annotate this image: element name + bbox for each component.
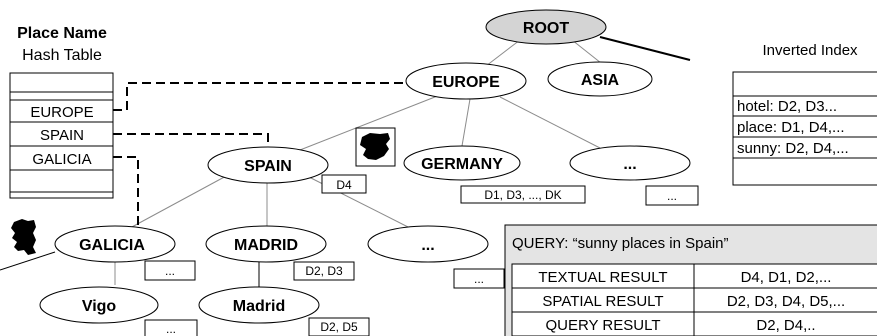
node-madrid-region: MADRID [205, 225, 327, 263]
doc-box-spain: D4 [321, 174, 367, 194]
doc-box-vigo-label: ... [166, 322, 176, 336]
node-root: ROOT [485, 9, 607, 45]
hash-row-0 [9, 72, 114, 93]
doc-box-germany: D1, D3, ..., DK [460, 185, 586, 204]
node-europe-more: ... [569, 145, 691, 181]
hash-table-title-line2: Hash Table [22, 47, 102, 64]
node-europe: EUROPE [405, 62, 527, 100]
hash-cell-spain: SPAIN [40, 127, 84, 144]
hash-row-1 [9, 91, 114, 101]
hash-table-title-line1: Place Name [17, 25, 107, 42]
doc-box-madrid-city: D2, D5 [308, 317, 370, 336]
tree-edges [114, 39, 602, 285]
node-galicia-label: GALICIA [79, 237, 145, 254]
edge-root-europe [485, 39, 521, 67]
spain-map-icon [355, 127, 396, 167]
inverted-index-title: Inverted Index [762, 42, 858, 59]
query-panel: QUERY: “sunny places in Spain” TEXTUAL R… [504, 224, 877, 336]
node-spain: SPAIN [207, 146, 329, 184]
edge-spain-galicia [129, 174, 229, 229]
edge-europe-germany [461, 98, 471, 147]
doc-box-madrid-region: D2, D3 [293, 261, 355, 281]
node-madrid-city-label: Madrid [233, 298, 285, 315]
node-europe-more-label: ... [623, 156, 636, 173]
doc-box-madrid-city-label: D2, D5 [320, 320, 358, 334]
query-row-result-label: QUERY RESULT [545, 317, 660, 334]
hash-row-5 [9, 169, 114, 193]
query-header: QUERY: “sunny places in Spain” [512, 235, 729, 252]
node-spain-more-label: ... [421, 237, 434, 254]
query-results-table: TEXTUAL RESULT D4, D1, D2,... SPATIAL RE… [511, 263, 877, 336]
galicia-map-icon [10, 218, 38, 256]
doc-box-europe-more: ... [645, 185, 699, 206]
node-galicia: GALICIA [54, 225, 176, 263]
hash-row-galicia [9, 145, 114, 171]
hash-cell-europe: EUROPE [30, 104, 93, 121]
index-cell-hotel: hotel: D2, D3... [737, 98, 837, 115]
query-row-textual-label: TEXTUAL RESULT [538, 269, 667, 286]
hash-row-spain [9, 121, 114, 147]
index-cell-sunny: sunny: D2, D4,... [737, 140, 849, 157]
query-row-result-value: D2, D4,.. [756, 317, 815, 334]
doc-box-spain-more: ... [453, 268, 505, 289]
node-root-label: ROOT [523, 20, 569, 37]
index-row-0 [732, 71, 877, 97]
index-row-4 [732, 157, 877, 186]
doc-box-galicia: ... [144, 260, 196, 281]
hash-pointers [113, 82, 407, 228]
node-germany-label: GERMANY [421, 156, 503, 173]
doc-box-germany-label: D1, D3, ..., DK [484, 188, 561, 202]
doc-box-europe-more-label: ... [667, 189, 677, 203]
pointer-spain [113, 133, 269, 150]
edge-europe-more [499, 96, 601, 149]
hash-cell-galicia: GALICIA [32, 151, 91, 168]
hash-row-6 [9, 191, 114, 199]
pointer-galicia [113, 156, 139, 228]
doc-box-spain-label: D4 [336, 178, 352, 192]
node-germany: GERMANY [403, 145, 521, 181]
query-row-textual-value: D4, D1, D2,... [741, 269, 832, 286]
node-vigo: Vigo [39, 286, 159, 324]
node-madrid-region-label: MADRID [234, 237, 298, 254]
query-row-spatial-value: D2, D3, D4, D5,... [727, 293, 845, 310]
node-vigo-label: Vigo [82, 298, 117, 315]
node-asia-label: ASIA [581, 72, 620, 89]
node-asia: ASIA [547, 61, 653, 97]
pointer-europe [113, 82, 407, 111]
doc-box-vigo: ... [144, 319, 198, 336]
edge-galicia-outward [0, 251, 56, 271]
doc-box-madrid-region-label: D2, D3 [305, 264, 343, 278]
inverted-index: hotel: D2, D3... place: D1, D4,... sunny… [732, 71, 877, 186]
edge-europe-spain [299, 94, 441, 151]
node-europe-label: EUROPE [432, 74, 500, 91]
edge-root-asia [571, 39, 602, 64]
doc-box-spain-more-label: ... [474, 272, 484, 286]
doc-box-galicia-label: ... [165, 264, 175, 278]
edge-root-continuation [599, 36, 691, 61]
node-spain-label: SPAIN [244, 158, 292, 175]
hash-table: EUROPE SPAIN GALICIA [9, 72, 114, 199]
node-spain-more: ... [367, 225, 489, 263]
index-cell-place: place: D1, D4,... [737, 119, 845, 136]
query-row-spatial-label: SPATIAL RESULT [542, 293, 663, 310]
node-madrid-city: Madrid [198, 286, 320, 324]
